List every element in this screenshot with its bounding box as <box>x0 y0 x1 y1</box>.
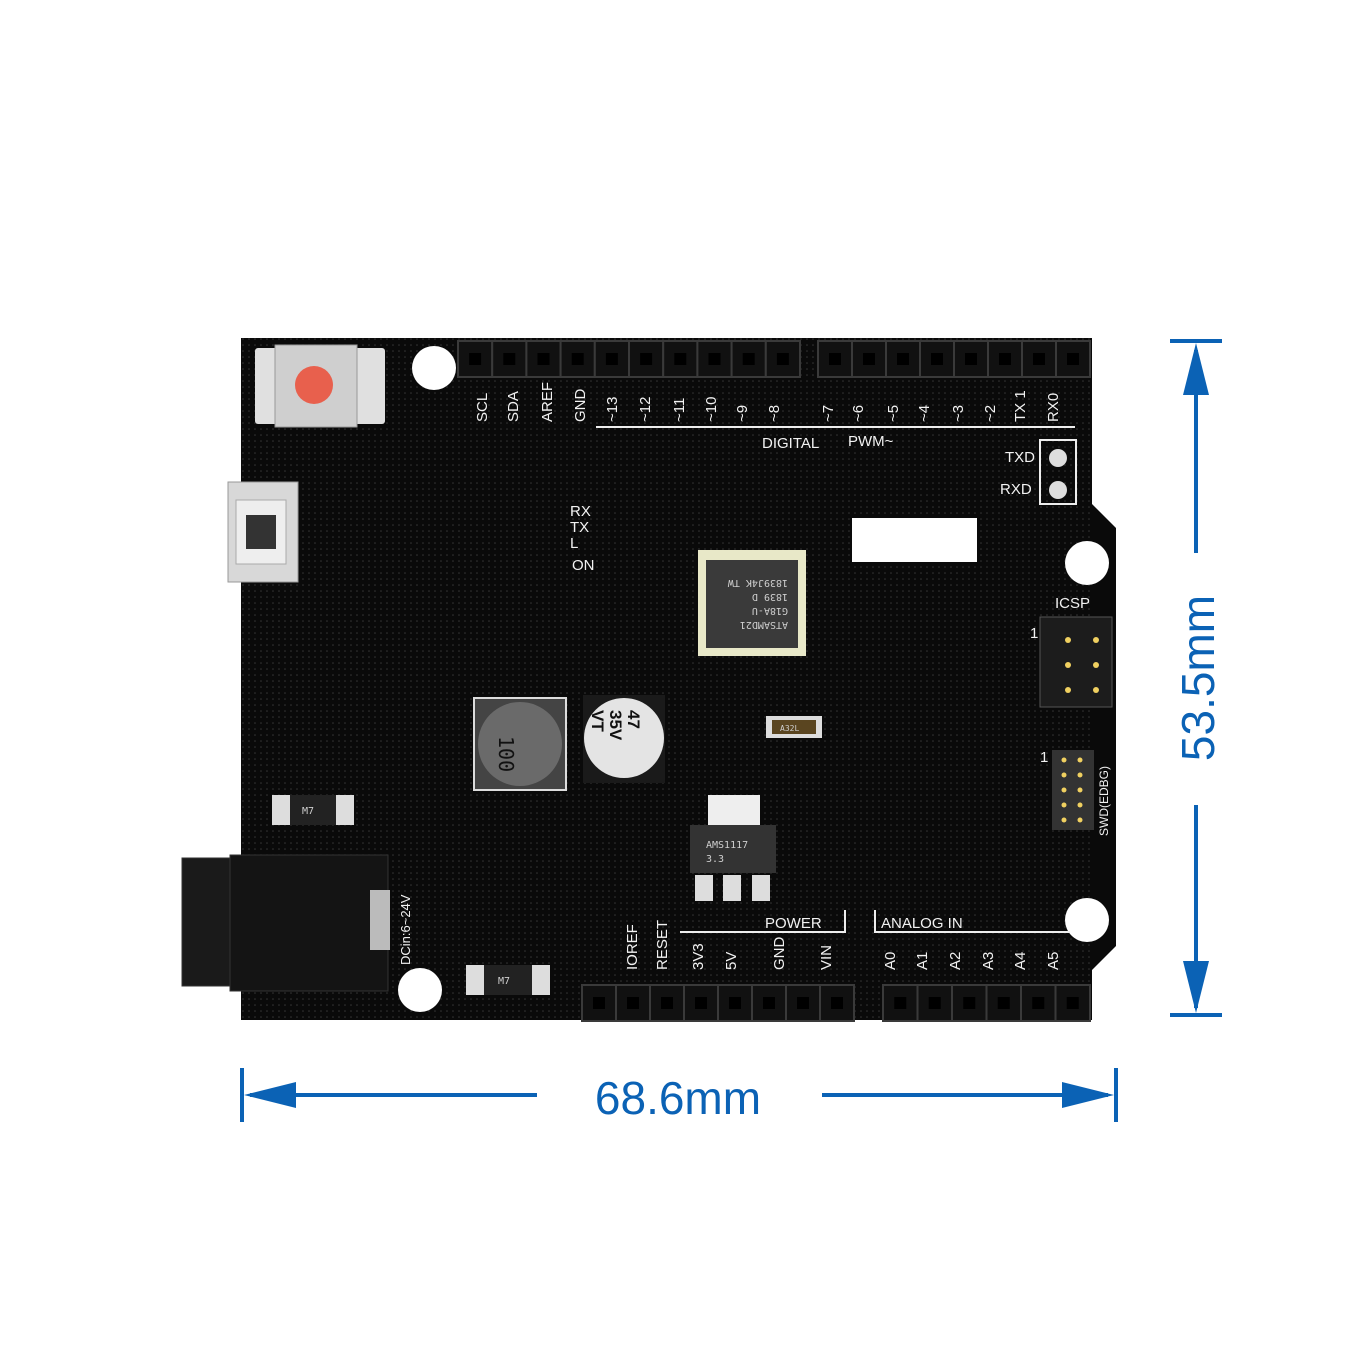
header-pin <box>785 984 821 1022</box>
svg-text:1839 D: 1839 D <box>752 591 788 602</box>
micro-usb-port[interactable] <box>227 481 299 583</box>
diode: M7 <box>272 795 354 825</box>
svg-text:3.3: 3.3 <box>706 854 724 865</box>
swd-pin <box>1077 802 1083 808</box>
width-label: 68.6mm <box>595 1072 761 1124</box>
led-label-on: ON <box>572 557 595 574</box>
led-label-tx: TX <box>570 519 589 536</box>
swd-pin <box>1061 802 1067 808</box>
voltage-regulator: AMS1117 3.3 <box>690 795 776 901</box>
dc-power-jack[interactable] <box>181 854 390 992</box>
pin-label: ~4 <box>916 405 933 422</box>
header-pin <box>717 984 753 1022</box>
pin-label: A1 <box>914 952 931 970</box>
icsp-pin <box>1093 637 1099 643</box>
dc-input-label: DCin:6~24V <box>398 894 413 965</box>
pin-label: TX 1 <box>1012 390 1029 422</box>
pin-label: ~6 <box>850 405 867 422</box>
reset-button-cap[interactable] <box>295 366 333 404</box>
swd-pin <box>1061 772 1067 778</box>
swd-pin <box>1061 787 1067 793</box>
swd-pin1-label: 1 <box>1040 749 1048 766</box>
led-label-rx: RX <box>570 503 591 520</box>
pin-label: ~13 <box>604 397 621 422</box>
pin-label: A2 <box>947 952 964 970</box>
analog-in-label: ANALOG IN <box>881 915 963 932</box>
pin-label: 3V3 <box>690 943 707 970</box>
svg-text:1839J4K TW: 1839J4K TW <box>727 577 788 588</box>
pin-label: ~8 <box>766 405 783 422</box>
icsp-pin <box>1093 687 1099 693</box>
icsp-pin <box>1065 662 1071 668</box>
pin-headers <box>457 340 1091 1022</box>
pin-label: AREF <box>539 382 556 422</box>
pin-label: A0 <box>882 952 899 970</box>
diode: M7 <box>466 965 550 995</box>
swd-pin <box>1061 817 1067 823</box>
pin-label: ~3 <box>950 405 967 422</box>
swd-label: SWD(EDBG) <box>1097 766 1111 836</box>
svg-text:35V: 35V <box>606 710 625 741</box>
pin-label: ~11 <box>671 398 688 422</box>
icsp-label: ICSP <box>1055 595 1090 612</box>
icsp-pin <box>1065 637 1071 643</box>
pin-label: ~5 <box>885 405 902 422</box>
digital-label: DIGITAL <box>762 435 819 452</box>
svg-text:M7: M7 <box>302 806 314 817</box>
svg-text:100: 100 <box>494 736 518 772</box>
svg-text:G18A-U: G18A-U <box>752 605 788 616</box>
pin-label: ~12 <box>637 397 654 422</box>
icsp-header <box>1039 616 1113 708</box>
icsp-pin <box>1065 687 1071 693</box>
pin-label: ~2 <box>982 405 999 422</box>
swd-pin <box>1061 757 1067 763</box>
mounting-hole <box>398 968 442 1012</box>
swd-pin <box>1077 787 1083 793</box>
svg-text:VT: VT <box>588 710 607 732</box>
inductor: 100 <box>473 697 567 791</box>
led-label-l: L <box>570 535 578 552</box>
pin-label: GND <box>572 389 589 423</box>
pin-label: RESET <box>654 920 671 970</box>
pin-label: ~10 <box>703 397 720 422</box>
pin-label: SDA <box>505 391 522 422</box>
mcu-chip: ATSAMD21 G18A-U 1839 D 1839J4K TW <box>698 550 806 656</box>
icsp-pin1-label: 1 <box>1030 625 1038 642</box>
mounting-hole <box>1065 541 1109 585</box>
pin-label: A3 <box>980 952 997 970</box>
pin-label: ~9 <box>734 405 751 422</box>
pin-label: RX0 <box>1045 393 1062 422</box>
svg-text:A32L: A32L <box>780 724 799 733</box>
rxd-label: RXD <box>1000 481 1032 498</box>
mounting-hole <box>1065 898 1109 942</box>
swd-pin <box>1077 757 1083 763</box>
pin-label: IOREF <box>624 924 641 970</box>
svg-text:M7: M7 <box>498 976 510 987</box>
electrolytic-capacitor: 47 35V VT <box>583 695 665 783</box>
svg-text:47: 47 <box>624 710 643 729</box>
crystal: A32L <box>766 716 822 738</box>
height-dimension <box>1170 339 1222 1017</box>
reset-button[interactable] <box>255 344 385 428</box>
pin-label: ~7 <box>820 405 837 422</box>
svg-text:ATSAMD21: ATSAMD21 <box>740 619 788 630</box>
label-pad <box>852 518 977 562</box>
pin-label: 5V <box>723 952 740 970</box>
icsp-pin <box>1093 662 1099 668</box>
swd-pin <box>1077 772 1083 778</box>
swd-header <box>1052 750 1094 830</box>
height-label: 53.5mm <box>1172 595 1224 761</box>
pwm-label: PWM~ <box>848 433 894 450</box>
power-label: POWER <box>765 915 822 932</box>
swd-pin <box>1077 817 1083 823</box>
pin-label: A4 <box>1012 952 1029 970</box>
pin-label: VIN <box>818 945 835 970</box>
svg-text:AMS1117: AMS1117 <box>706 840 748 851</box>
pin-label: GND <box>771 937 788 971</box>
mounting-hole <box>412 346 456 390</box>
txd-label: TXD <box>1005 449 1035 466</box>
pin-label: SCL <box>474 393 491 422</box>
pin-label: A5 <box>1045 952 1062 970</box>
width-dimension <box>240 1068 1118 1122</box>
